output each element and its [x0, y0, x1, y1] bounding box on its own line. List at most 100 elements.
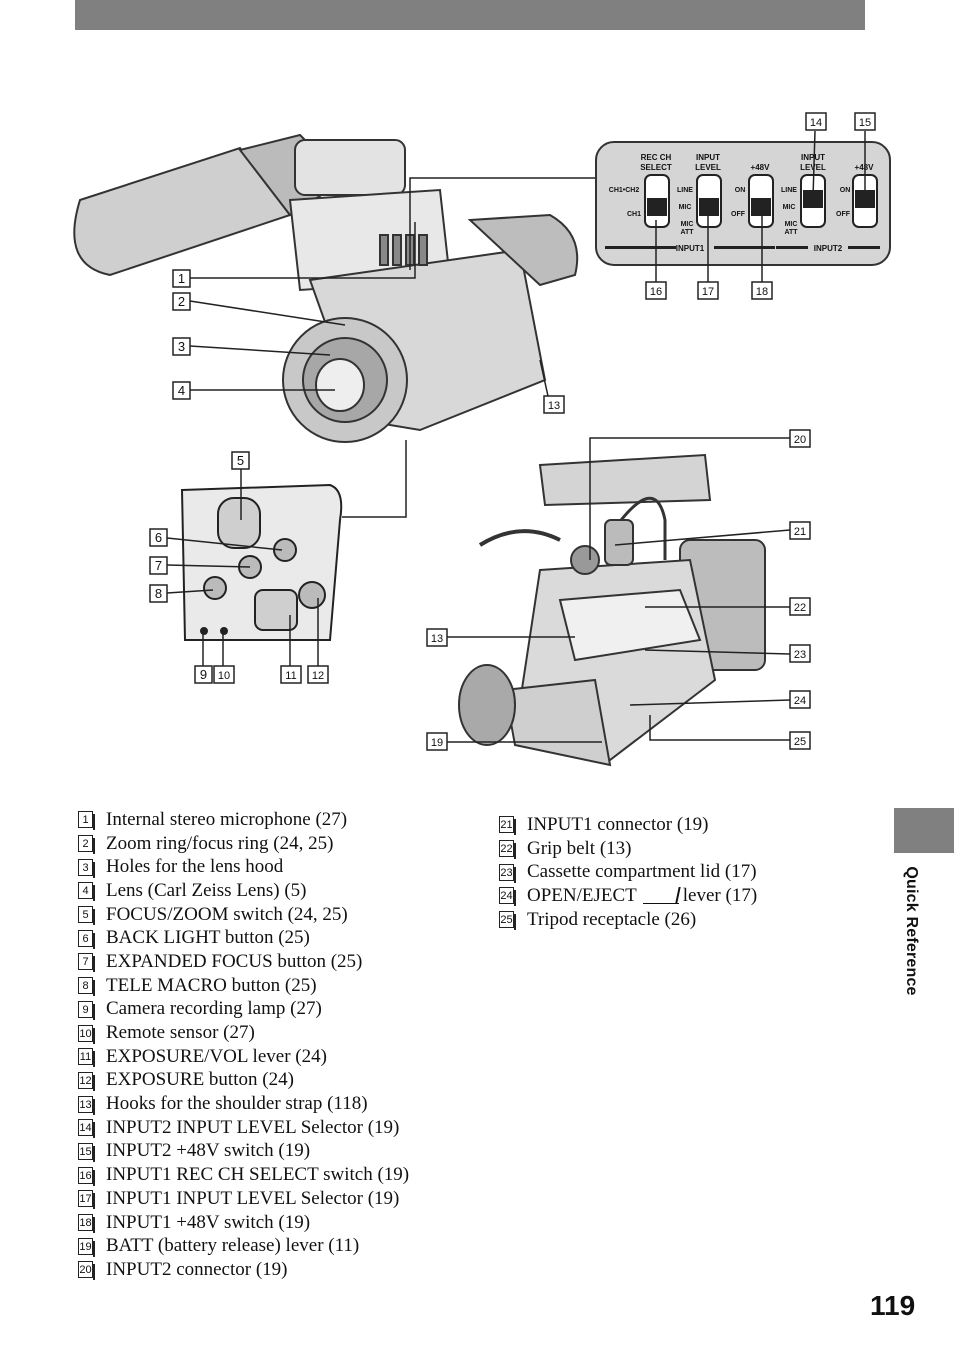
item-text: Camera recording lamp (27)	[106, 998, 322, 1020]
callout-21: 21	[789, 521, 811, 540]
item-text: INPUT1 REC CH SELECT switch (19)	[106, 1164, 410, 1186]
svg-text:22: 22	[794, 602, 806, 614]
svg-text:15: 15	[859, 117, 871, 129]
svg-text:21: 21	[794, 526, 806, 538]
svg-text:5: 5	[237, 453, 244, 468]
item-number-badge: 6	[78, 929, 95, 949]
item-number-badge: 8	[78, 977, 95, 997]
item-number-badge: 1	[78, 811, 95, 831]
callout-23: 23	[789, 644, 811, 663]
callout-4: 4	[172, 381, 191, 400]
svg-text:6: 6	[155, 530, 162, 545]
item-text: OPEN/EJECT	[527, 884, 637, 906]
callout-1: 1	[172, 269, 191, 288]
list-item: 18 INPUT1 +48V switch (19)	[78, 1211, 409, 1235]
svg-text:20: 20	[794, 434, 806, 446]
svg-text:1: 1	[178, 271, 185, 286]
camera-front-view	[73, 133, 579, 443]
callout-24: 24	[789, 690, 811, 709]
item-text: Remote sensor (27)	[106, 1022, 255, 1044]
item-text: Cassette compartment lid (17)	[527, 861, 757, 883]
svg-text:13: 13	[431, 633, 443, 645]
svg-text:LINE: LINE	[781, 187, 797, 194]
leader-lines	[166, 130, 866, 743]
item-number-badge: 20	[78, 1261, 95, 1281]
item-number-badge: 25	[499, 911, 516, 931]
callout-8: 8	[149, 584, 168, 603]
item-number-badge: 14	[78, 1119, 95, 1139]
callout-13-front: 13	[543, 395, 565, 414]
item-number-badge: 15	[78, 1142, 95, 1162]
item-number-badge: 22	[499, 840, 516, 860]
svg-text:MIC: MIC	[783, 204, 796, 211]
item-text: Holes for the lens hood	[106, 856, 284, 878]
list-item: 16 INPUT1 REC CH SELECT switch (19)	[78, 1163, 409, 1187]
item-text: Grip belt (13)	[527, 837, 632, 859]
item-number-badge: 18	[78, 1214, 95, 1234]
svg-text:25: 25	[794, 736, 806, 748]
svg-text:CH1•CH2: CH1•CH2	[609, 187, 640, 194]
header-bar	[75, 0, 865, 30]
item-text: EXPANDED FOCUS button (25)	[106, 950, 363, 972]
svg-text:ATT: ATT	[680, 229, 694, 236]
item-text: INPUT2 INPUT LEVEL Selector (19)	[106, 1116, 400, 1138]
item-number-badge: 19	[78, 1237, 95, 1257]
svg-text:MIC: MIC	[679, 204, 692, 211]
callout-14: 14	[805, 112, 827, 131]
svg-text:INPUT: INPUT	[801, 153, 825, 162]
callout-13-rear: 13	[426, 628, 448, 647]
item-text: Tripod receptacle (26)	[527, 908, 697, 930]
svg-text:14: 14	[810, 117, 822, 129]
callout-labels: 1 2 3 4 5 6 7 8 9 10 11 12 13 14 15 16 1…	[149, 112, 876, 751]
svg-text:ON: ON	[840, 187, 851, 194]
item-text: INPUT1 +48V switch (19)	[106, 1211, 311, 1233]
callout-16: 16	[645, 281, 667, 300]
item-text: INPUT1 INPUT LEVEL Selector (19)	[106, 1187, 400, 1209]
svg-text:LEVEL: LEVEL	[695, 163, 721, 172]
list-item: 8 TELE MACRO button (25)	[78, 974, 409, 998]
svg-text:8: 8	[155, 586, 162, 601]
item-number-badge: 17	[78, 1190, 95, 1210]
callout-22: 22	[789, 597, 811, 616]
item-text-suffix: lever (17)	[682, 884, 758, 906]
callout-10: 10	[213, 665, 235, 684]
item-text: TELE MACRO button (25)	[106, 974, 317, 996]
callout-20: 20	[789, 429, 811, 448]
svg-text:INPUT1: INPUT1	[676, 244, 705, 253]
callout-25: 25	[789, 731, 811, 750]
svg-text:19: 19	[431, 737, 443, 749]
callout-5: 5	[231, 451, 250, 470]
callout-15: 15	[854, 112, 876, 131]
svg-text:23: 23	[794, 649, 806, 661]
list-item: 17 INPUT1 INPUT LEVEL Selector (19)	[78, 1187, 409, 1211]
svg-text:4: 4	[178, 383, 185, 398]
callout-12: 12	[307, 665, 329, 684]
callout-7: 7	[149, 556, 168, 575]
list-item: 7 EXPANDED FOCUS button (25)	[78, 950, 409, 974]
callout-9: 9	[194, 665, 213, 684]
svg-text:MIC: MIC	[785, 221, 798, 228]
svg-text:10: 10	[218, 670, 230, 682]
item-number-badge: 16	[78, 1166, 95, 1186]
svg-text:LEVEL: LEVEL	[800, 163, 826, 172]
callout-17: 17	[697, 281, 719, 300]
svg-text:ATT: ATT	[784, 229, 798, 236]
svg-text:OFF: OFF	[836, 211, 851, 218]
item-text: FOCUS/ZOOM switch (24, 25)	[106, 903, 348, 925]
item-number-badge: 11	[78, 1048, 95, 1068]
svg-text:INPUT: INPUT	[696, 153, 720, 162]
item-number-badge: 7	[78, 953, 95, 973]
page-number: 119	[870, 1290, 916, 1321]
callout-2: 2	[172, 292, 191, 311]
item-number-badge: 2	[78, 835, 95, 855]
